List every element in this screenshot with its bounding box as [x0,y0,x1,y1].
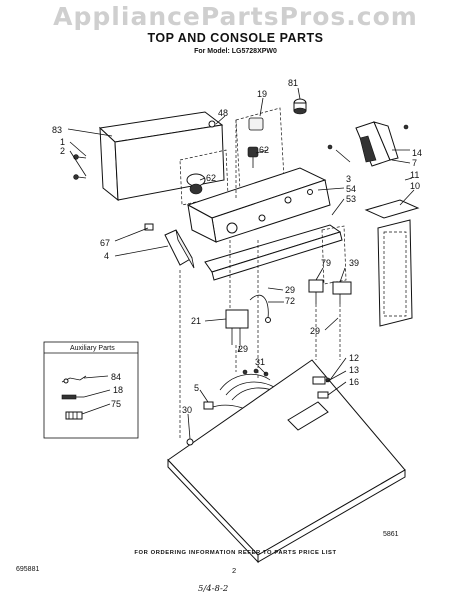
handwritten-note: 5/4-8-2 [198,584,229,594]
callout-62-a: 62 [259,145,269,155]
callout-29-a: 29 [285,285,295,295]
watermark: AppliancePartsPros.com [53,2,418,31]
main-console-panel [186,167,331,243]
timer-21 [225,294,271,345]
callout-19: 19 [257,89,267,99]
clip-30 [186,438,194,446]
callout-75: 75 [111,399,121,409]
callout-83: 83 [52,125,62,135]
callout-13: 13 [349,365,359,375]
aux-part-84 [61,375,87,384]
callout-84: 84 [111,372,121,382]
callout-62-b: 62 [206,173,216,183]
callout-79: 79 [321,258,331,268]
switch-39 [332,281,352,304]
callout-4: 4 [104,251,109,261]
console-bracket [204,224,343,281]
auxiliary-parts-title: Auxiliary Parts [70,345,115,352]
clip-5 [203,401,214,410]
callout-48: 48 [218,108,228,118]
console-end-cap-4 [144,223,195,269]
console-end-cap-left [98,111,225,202]
document-part-number: 695881 [16,566,40,573]
model-subtitle: For Model: LG5728XPW0 [194,48,277,55]
callout-81: 81 [288,78,298,88]
callout-11: 11 [410,170,419,180]
console-end-cap-right [327,121,409,167]
knob-81 [293,98,307,115]
callout-14: 14 [412,148,422,158]
callout-7: 7 [412,158,417,168]
callout-30: 30 [182,405,192,415]
callout-54: 54 [346,184,356,194]
callout-5: 5 [194,383,199,393]
diagram-title: TOP AND CONSOLE PARTS [147,31,324,45]
leader-lines [67,87,415,440]
callout-31: 31 [255,357,265,367]
callout-16: 16 [349,377,359,387]
callout-53: 53 [346,194,356,204]
auxiliary-parts-box [43,341,139,439]
callout-39: 39 [349,258,359,268]
dashed-guide-right [321,225,347,285]
assembly-guides [179,120,341,440]
dryer-top-panel [167,359,406,564]
aux-part-75 [65,411,83,420]
callout-1: 1 [60,137,65,147]
callout-labels: 81 19 48 83 1 2 62 62 3 54 53 14 7 11 10… [52,78,422,415]
callout-10: 10 [410,181,420,191]
callout-3: 3 [346,174,351,184]
lint-screen [364,199,420,327]
callout-29-c: 29 [238,344,248,354]
callout-29-b: 29 [310,326,320,336]
knob-group-19 [235,107,285,191]
callout-18: 18 [113,385,123,395]
callout-72: 72 [285,296,295,306]
page-number: 2 [232,566,237,575]
switch-79 [308,279,324,304]
ordering-footnote: FOR ORDERING INFORMATION REFER TO PARTS … [134,550,337,556]
callout-21: 21 [191,316,201,326]
aux-part-18 [61,394,84,400]
callout-12: 12 [349,353,359,363]
callout-67: 67 [100,238,110,248]
drawing-code: 5861 [383,531,399,538]
callout-2: 2 [60,146,65,156]
